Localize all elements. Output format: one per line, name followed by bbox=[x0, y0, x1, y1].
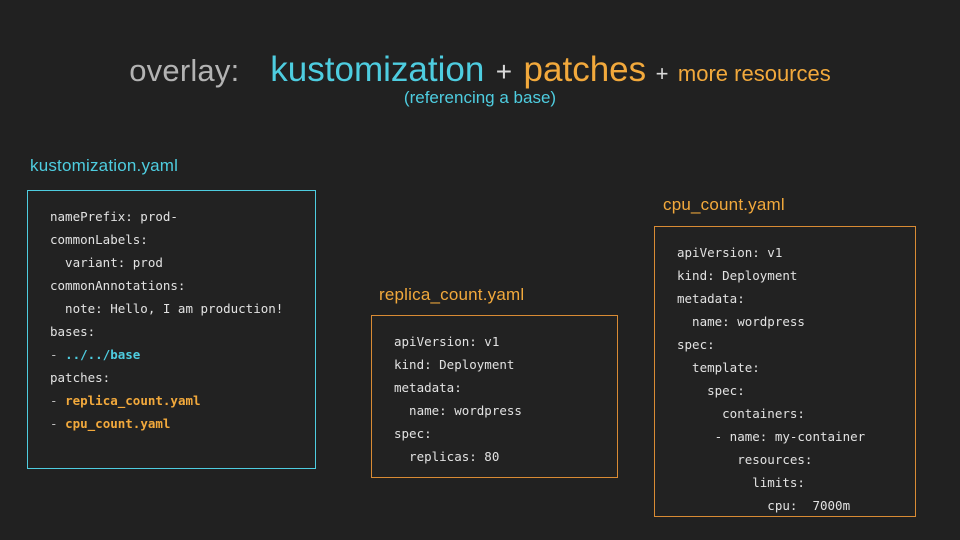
code-line: - cpu_count.yaml bbox=[50, 412, 299, 435]
slide-title: overlay: kustomization + patches + more … bbox=[0, 50, 960, 90]
code-line: cpu: 7000m bbox=[677, 494, 899, 517]
title-overlay-label: overlay: bbox=[129, 53, 240, 88]
code-line: commonAnnotations: bbox=[50, 274, 299, 297]
code-token: metadata: bbox=[394, 380, 462, 395]
code-token: limits: bbox=[677, 475, 805, 490]
code-line: commonLabels: bbox=[50, 228, 299, 251]
code-line: namePrefix: prod- bbox=[50, 205, 299, 228]
code-line: replicas: 80 bbox=[394, 445, 601, 468]
code-line: bases: bbox=[50, 320, 299, 343]
code-token: resources: bbox=[677, 452, 813, 467]
code-line: limits: bbox=[677, 471, 899, 494]
code-token: kind: Deployment bbox=[394, 357, 515, 372]
code-token: - bbox=[50, 416, 66, 431]
code-line: containers: bbox=[677, 402, 899, 425]
code-token: kind: Deployment bbox=[677, 268, 798, 283]
code-line: resources: bbox=[677, 448, 899, 471]
code-token: ../../base bbox=[65, 347, 141, 362]
code-line: variant: prod bbox=[50, 251, 299, 274]
code-token: cpu: 7000m bbox=[677, 498, 851, 513]
code-line: apiVersion: v1 bbox=[677, 241, 899, 264]
code-token: metadata: bbox=[677, 291, 745, 306]
code-token: variant: prod bbox=[50, 255, 163, 270]
code-line: spec: bbox=[394, 422, 601, 445]
title-plus-1: + bbox=[495, 56, 513, 87]
code-line: metadata: bbox=[394, 376, 601, 399]
code-token: note: Hello, I am production! bbox=[50, 301, 284, 316]
code-token: - name: my-container bbox=[677, 429, 866, 444]
code-token: bases: bbox=[50, 324, 96, 339]
code-token: containers: bbox=[677, 406, 805, 421]
title-plus-2: + bbox=[655, 61, 669, 86]
card-label-kustomization: kustomization.yaml bbox=[30, 156, 179, 175]
code-token: namePrefix: prod- bbox=[50, 209, 178, 224]
code-box-kustomization: namePrefix: prod-commonLabels: variant: … bbox=[27, 190, 316, 469]
code-token: template: bbox=[677, 360, 760, 375]
title-patches: patches bbox=[523, 50, 647, 89]
code-line: - name: my-container bbox=[677, 425, 899, 448]
code-line: apiVersion: v1 bbox=[394, 330, 601, 353]
code-line: patches: bbox=[50, 366, 299, 389]
code-line: name: wordpress bbox=[394, 399, 601, 422]
code-token: cpu_count.yaml bbox=[65, 416, 171, 431]
code-line: kind: Deployment bbox=[677, 264, 899, 287]
card-label-cpu-count: cpu_count.yaml bbox=[663, 195, 785, 214]
code-token: name: wordpress bbox=[677, 314, 805, 329]
slide-subtitle: (referencing a base) bbox=[403, 88, 557, 107]
code-token: apiVersion: v1 bbox=[677, 245, 783, 260]
code-token: - bbox=[50, 393, 66, 408]
code-token: patches: bbox=[50, 370, 111, 385]
title-more-resources: more resources bbox=[677, 61, 831, 86]
code-token: name: wordpress bbox=[394, 403, 522, 418]
code-token: apiVersion: v1 bbox=[394, 334, 500, 349]
code-line: spec: bbox=[677, 379, 899, 402]
code-token: - bbox=[50, 347, 66, 362]
code-line: template: bbox=[677, 356, 899, 379]
code-line: - replica_count.yaml bbox=[50, 389, 299, 412]
code-line: spec: bbox=[677, 333, 899, 356]
code-token: spec: bbox=[394, 426, 432, 441]
code-line: - ../../base bbox=[50, 343, 299, 366]
code-line: kind: Deployment bbox=[394, 353, 601, 376]
code-line: metadata: bbox=[677, 287, 899, 310]
code-line: name: wordpress bbox=[677, 310, 899, 333]
code-token: spec: bbox=[677, 383, 745, 398]
title-kustomization: kustomization bbox=[270, 50, 485, 89]
card-label-replica-count: replica_count.yaml bbox=[379, 285, 525, 304]
code-token: replicas: 80 bbox=[394, 449, 500, 464]
code-token: commonAnnotations: bbox=[50, 278, 186, 293]
code-token: spec: bbox=[677, 337, 715, 352]
code-token: replica_count.yaml bbox=[65, 393, 201, 408]
code-token: commonLabels: bbox=[50, 232, 148, 247]
code-line: note: Hello, I am production! bbox=[50, 297, 299, 320]
